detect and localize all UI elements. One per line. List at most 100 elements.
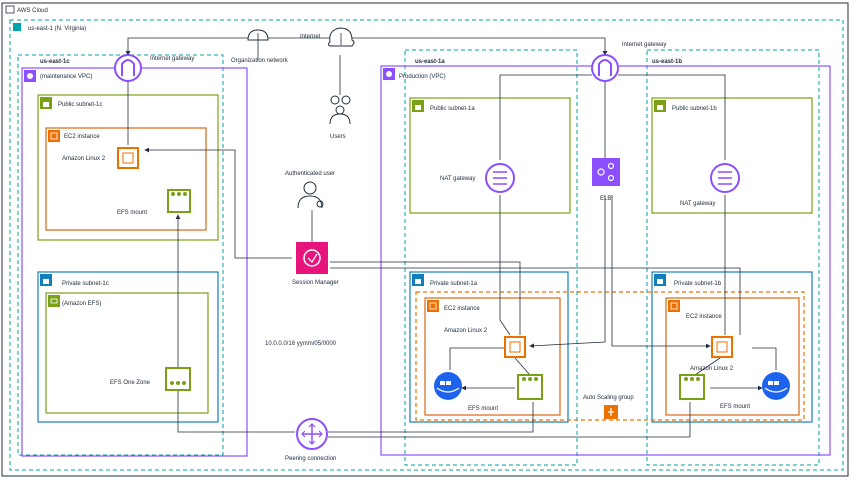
connector-session-to-ec2-1b <box>330 267 741 335</box>
region-flag-icon <box>13 23 21 31</box>
ec2-instance-icon <box>427 300 439 312</box>
ec2-left-title: EC2 instance <box>64 134 100 140</box>
session-manager-icon <box>296 242 328 274</box>
public-subnet-1b-group <box>651 97 813 214</box>
aws-cloud-icon <box>5 5 15 14</box>
efs-mount-left-label: EFS mount <box>117 210 147 216</box>
private-subnet-1a-title: Private subnet-1a <box>430 281 478 287</box>
amazon-linux-1a-label: Amazon Linux 2 <box>444 328 488 334</box>
vpc-cloud-icon <box>383 68 395 80</box>
connector-session-to-ec2-left <box>144 147 292 259</box>
lock-icon <box>40 97 52 109</box>
efs-mount-1b-icon <box>679 374 705 400</box>
az-1a-group <box>404 49 578 466</box>
ec2-1a-title: EC2 instance <box>444 306 480 312</box>
organization-network-icon <box>247 29 269 45</box>
lock-icon <box>654 274 666 286</box>
public-subnet-1b-title: Public subnet-1b <box>672 106 717 112</box>
private-subnet-1a-group <box>409 271 569 423</box>
users-icon <box>329 95 351 125</box>
vpc-cloud-icon <box>24 70 36 82</box>
docker-1a-icon <box>434 372 462 400</box>
internet-gateway-left-icon <box>114 54 142 82</box>
peering-connection-label: Peering connection <box>285 456 336 462</box>
region-group <box>9 19 844 471</box>
lock-icon <box>412 100 424 112</box>
private-subnet-1b-title: Private subnet-1b <box>674 281 722 287</box>
ec2-1a-group <box>424 297 561 416</box>
connector-igw-to-nat-1a <box>499 74 592 160</box>
connector-igw-to-nat-1b <box>618 74 726 160</box>
connector-session-to-ec2-1a <box>330 261 521 335</box>
amazon-linux-left-label: Amazon Linux 2 <box>62 156 106 162</box>
users-label: Users <box>330 134 346 140</box>
ec2-1b-group <box>665 297 800 416</box>
nat-gateway-1a-label: NAT gateway <box>440 176 475 182</box>
amazon-efs-group <box>45 292 209 414</box>
connector-ec2-to-efs-1a <box>514 357 531 376</box>
connector-internet-to-igw-right <box>345 37 608 56</box>
efs-one-zone-label: EFS One Zone <box>110 380 151 386</box>
connector-ec2-to-efs-1b <box>694 357 721 376</box>
ec2-1b-title: EC2 instance <box>686 314 722 320</box>
private-subnet-1b-group <box>651 271 813 423</box>
session-manager-label: Session Manager <box>292 280 339 286</box>
lock-icon <box>654 100 666 112</box>
efs-mount-1a-label: EFS mount <box>468 406 498 412</box>
auto-scaling-group-label: Auto Scaling group <box>583 395 634 401</box>
az-1b-title: us-east-1b <box>652 59 682 65</box>
connector-nat-1a-to-ec2 <box>499 195 511 336</box>
lock-icon <box>40 274 52 286</box>
maintenance-vpc-title: (maintenance VPC) <box>40 74 92 80</box>
ec2-instance-icon <box>48 130 60 142</box>
nat-gateway-1b-icon <box>710 163 740 193</box>
elb-icon <box>592 158 620 186</box>
az-1c-title: us-east-1c <box>40 59 70 65</box>
aws-cloud-title: AWS Cloud <box>17 8 48 14</box>
cidr-note: 10.0.0.0/16 yymm/05/0000 <box>265 341 337 347</box>
connector-elb-to-ec2-1a <box>529 195 606 349</box>
az-1c-group <box>17 54 224 456</box>
efs-icon <box>48 295 60 307</box>
ec2-chip-1a-icon <box>504 336 526 358</box>
connector-internet-to-igw-left <box>125 37 330 56</box>
production-vpc-title: Production (VPC) <box>399 74 446 80</box>
az-1b-group <box>646 49 820 466</box>
ec2-left-group <box>45 127 207 231</box>
connector-elb-to-ec2-1b <box>611 195 711 349</box>
lock-icon <box>412 274 424 286</box>
internet-gateway-right-icon <box>591 54 619 82</box>
connector-efs-to-peering <box>177 390 295 433</box>
region-title: us-east-1 (N. Virginia) <box>28 26 86 32</box>
ec2-chip-left-icon <box>117 147 139 169</box>
peering-connection-icon <box>296 418 328 450</box>
private-subnet-1c-title: Private subnet-1c <box>62 281 109 287</box>
internet-gateway-left-label: Internet gateway <box>150 56 194 62</box>
amazon-efs-title: (Amazon EFS) <box>62 301 101 307</box>
nat-gateway-1b-label: NAT gateway <box>680 201 715 207</box>
ec2-instance-icon <box>668 300 680 312</box>
internet-gateway-right-label: Internet gateway <box>622 42 666 48</box>
auto-scaling-icon <box>604 405 618 419</box>
authenticated-user-label: Authenticated user <box>285 171 335 177</box>
connectors <box>125 37 777 438</box>
auto-scaling-group <box>415 291 805 421</box>
public-subnet-1a-title: Public subnet-1a <box>430 106 475 112</box>
az-1a-title: us-east-1a <box>415 59 445 65</box>
public-subnet-1c-title: Public subnet-1c <box>58 102 102 108</box>
docker-1b-icon <box>762 372 790 400</box>
internet-cloud-icon <box>327 27 355 47</box>
connector-ec2-to-docker-1a <box>449 347 505 370</box>
nat-gateway-1a-icon <box>485 163 515 193</box>
public-subnet-1a-group <box>409 97 571 214</box>
connector-ec2-to-docker-1b <box>752 347 777 370</box>
maintenance-vpc-group <box>21 67 248 457</box>
organization-network-label: Organization network <box>231 58 289 64</box>
authenticated-user-icon <box>297 181 324 209</box>
elb-label: ELB <box>600 196 611 202</box>
efs-mount-1b-label: EFS mount <box>720 404 750 410</box>
connector-peering-to-efs-1a <box>328 402 534 433</box>
internet-label: Internet <box>300 34 321 40</box>
